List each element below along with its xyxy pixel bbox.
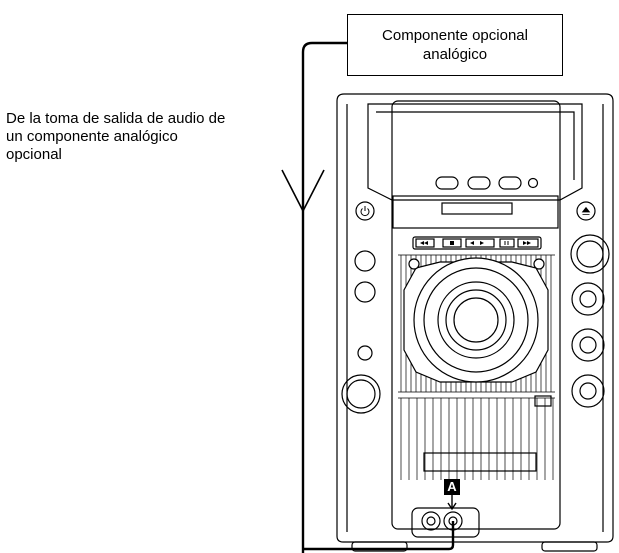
headphone-jack-inner [426, 516, 436, 526]
audio-cable [301, 41, 347, 553]
plug-cable [303, 521, 455, 551]
caption-line1: De la toma de salida de audio de [6, 110, 226, 127]
pause-button [499, 238, 515, 248]
function-button-2 [467, 176, 491, 190]
cd-slot [441, 202, 513, 215]
cd-slot-panel [392, 195, 559, 229]
right-dial-inner [576, 240, 604, 268]
optional-component-box: Componente opcional analógico [347, 14, 563, 76]
component-box-line1: Componente opcional [382, 27, 528, 44]
play-pause-button [465, 238, 495, 248]
stereo-unit [303, 93, 614, 552]
marker-arrow [447, 495, 457, 511]
right-dial-outer [570, 234, 610, 274]
power-button [355, 201, 375, 221]
right-jog-2-outer [571, 328, 605, 362]
right-jog-1-outer [571, 282, 605, 316]
function-button-1 [435, 176, 459, 190]
pause-icon [504, 241, 509, 245]
speaker-ring-2 [423, 267, 529, 373]
speaker-ring-outer [413, 257, 539, 383]
unit-inner-frame [391, 100, 561, 530]
caption-line2: un componente analógico [6, 128, 178, 145]
left-knob-1 [354, 250, 376, 272]
eject-button [576, 201, 596, 221]
signal-direction-arrow [281, 169, 325, 213]
fast-forward-icon [523, 241, 531, 245]
display-panel [367, 103, 583, 201]
volume-dial-inner [346, 379, 376, 409]
transport-controls [412, 236, 542, 250]
right-jog-3-inner [579, 382, 597, 400]
input-panel [411, 507, 480, 538]
right-jog-3-outer [571, 374, 605, 408]
rewind-button [415, 238, 435, 248]
power-icon [360, 206, 370, 217]
display-inner [376, 111, 575, 180]
volume-dial-outer [341, 374, 381, 414]
speaker-ring-3 [437, 281, 515, 359]
component-box-line2: analógico [422, 46, 488, 63]
unit-outer-body [336, 93, 614, 543]
stop-button [442, 238, 462, 248]
source-caption: De la toma de salida de audio de un comp… [6, 110, 276, 164]
lower-display [423, 452, 537, 472]
rewind-icon [420, 241, 428, 245]
function-knob-small [527, 177, 539, 189]
play-pause-icon [470, 241, 484, 245]
speaker [403, 257, 549, 383]
speaker-ring-4 [445, 289, 507, 351]
right-jog-1-inner [579, 290, 597, 308]
unit-foot-right [541, 541, 598, 552]
eject-icon [581, 206, 591, 215]
headphone-jack-outer [421, 511, 441, 531]
function-button-3 [498, 176, 522, 190]
small-switch [534, 395, 552, 407]
connector-marker-a: A [444, 479, 460, 495]
unit-foot-left [351, 541, 408, 552]
fast-forward-button [517, 238, 539, 248]
caption-line3: opcional [6, 146, 62, 163]
speaker-dust-cap [453, 297, 499, 343]
stop-icon [450, 241, 454, 245]
left-knob-3 [357, 345, 373, 361]
right-jog-2-inner [579, 336, 597, 354]
left-knob-2 [354, 281, 376, 303]
